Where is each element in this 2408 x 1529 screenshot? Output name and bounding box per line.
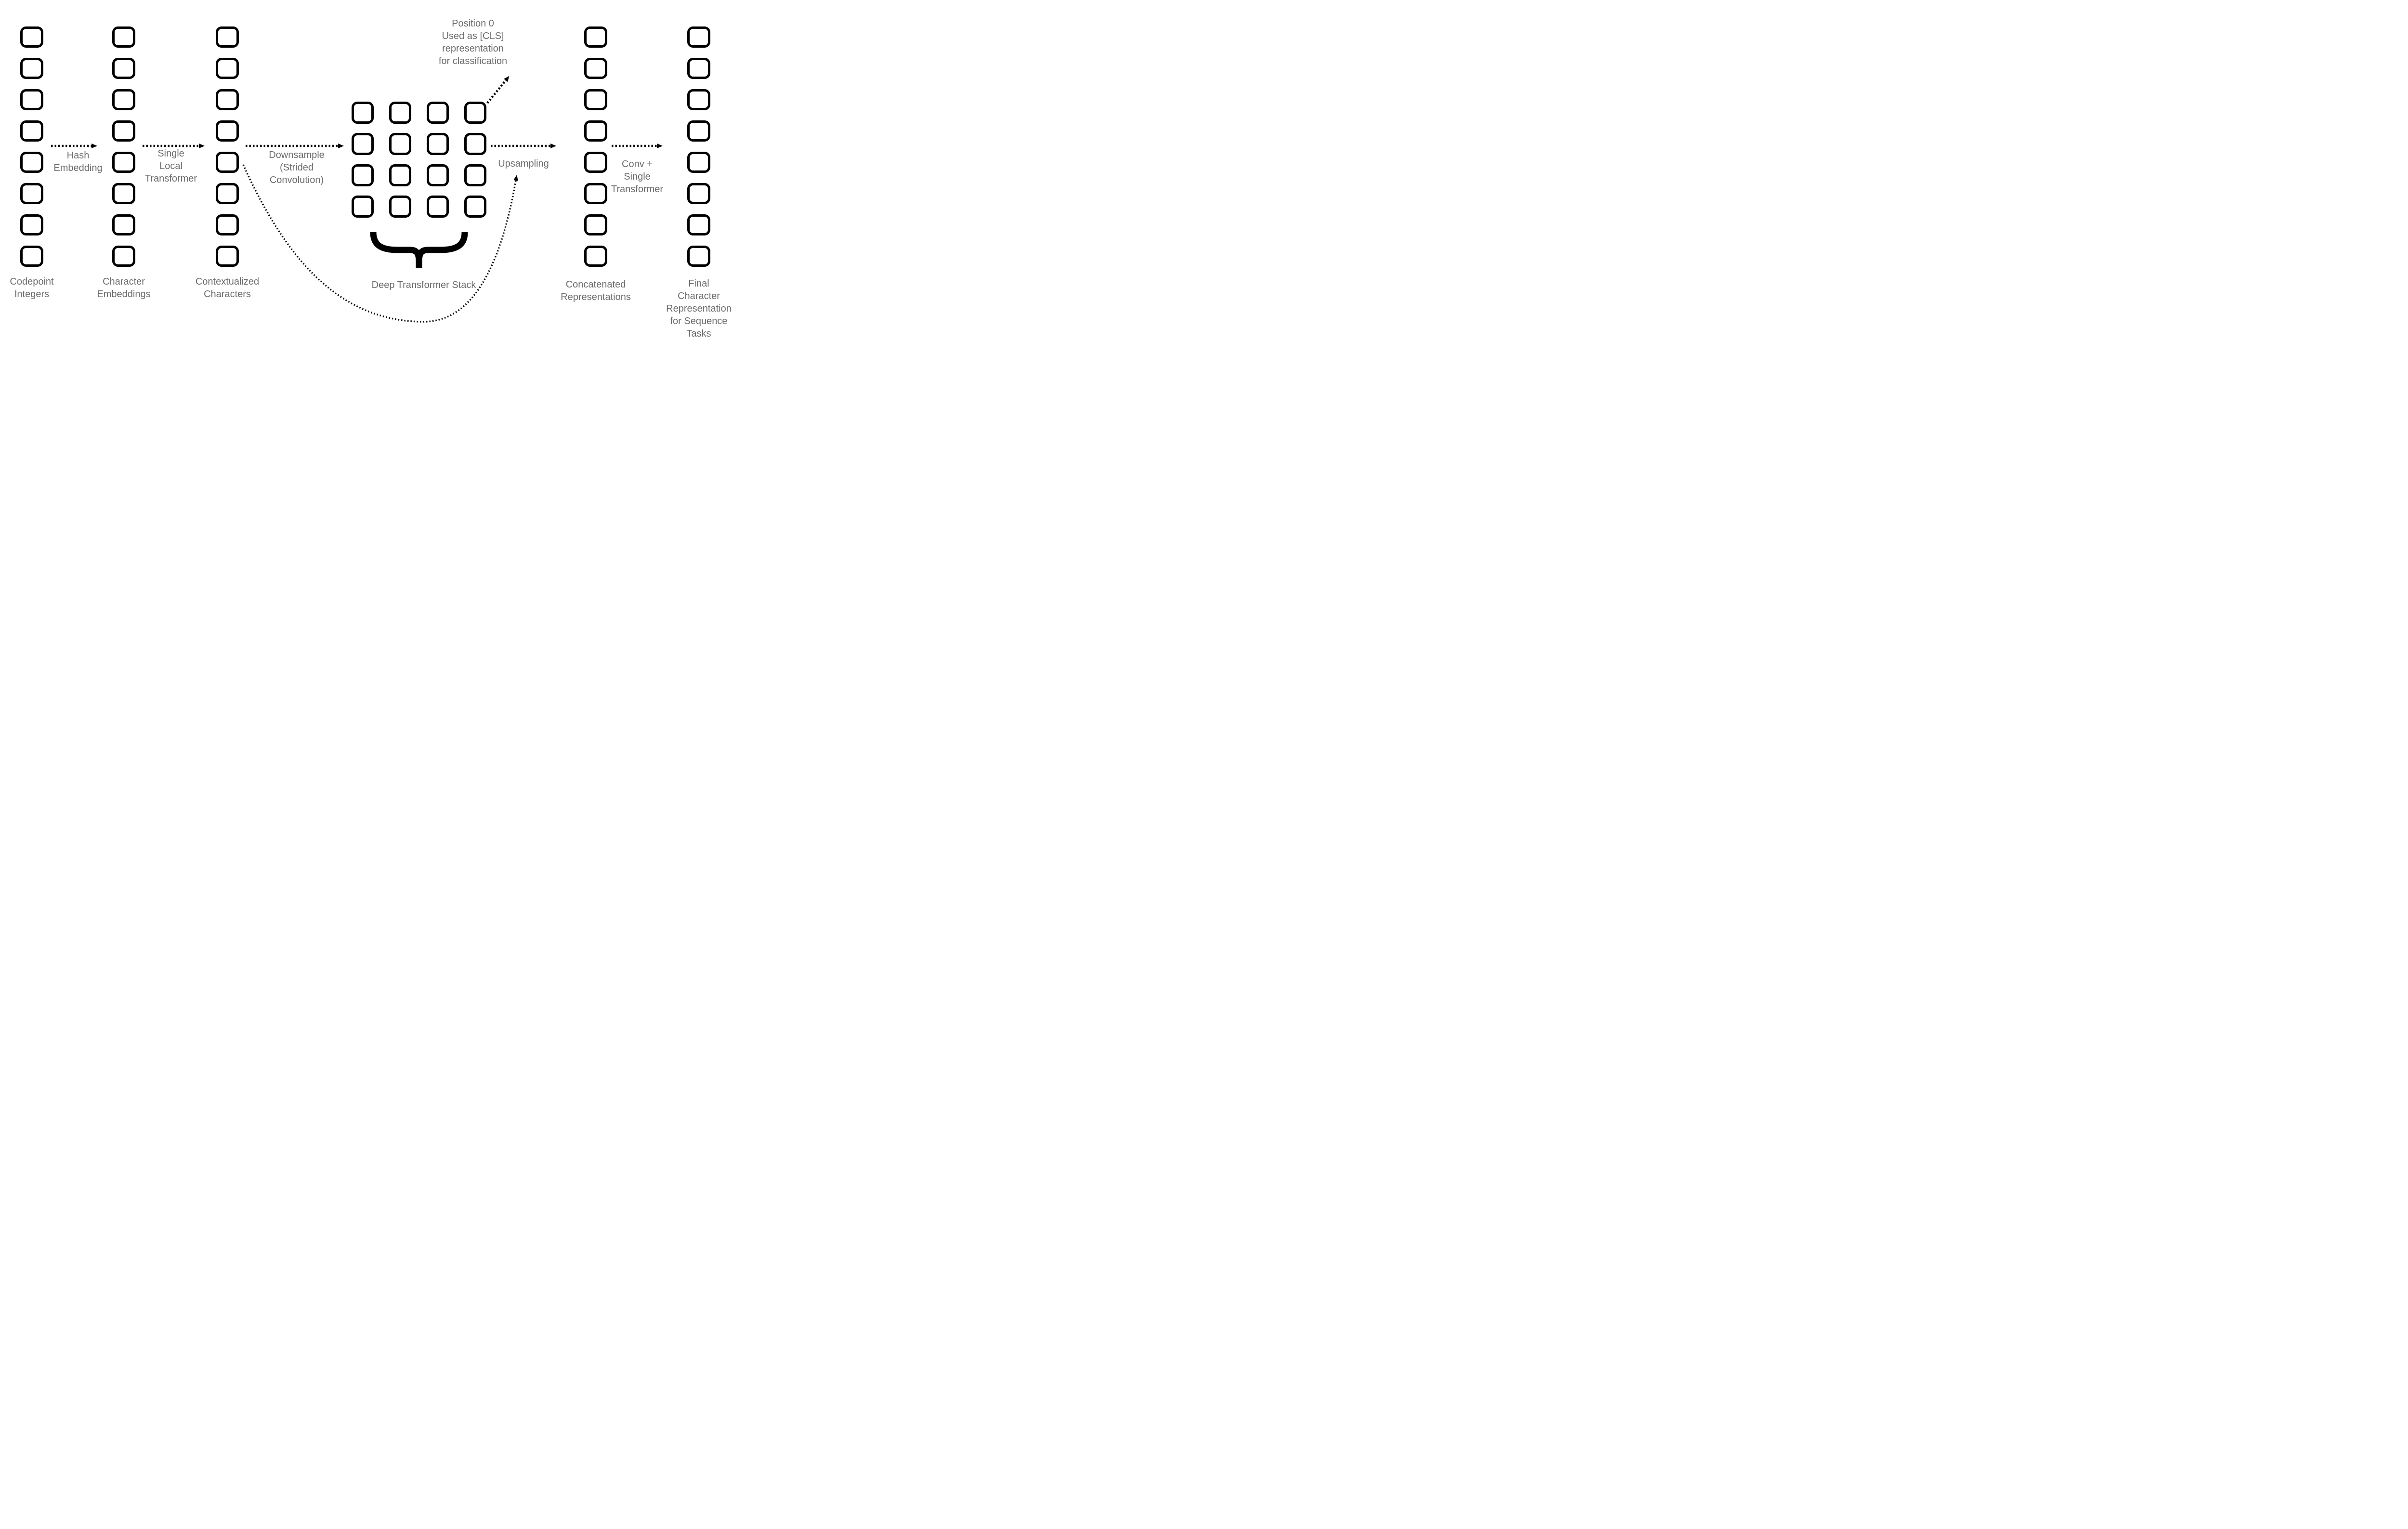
stack-cell-box — [389, 196, 411, 218]
contextualized-character-box — [216, 152, 239, 173]
concatenated-representation-box — [584, 58, 607, 79]
character-embedding-box — [112, 120, 135, 142]
character-embedding-box — [112, 26, 135, 48]
character-embedding-box — [112, 183, 135, 204]
concatenated-representations-column — [584, 26, 607, 267]
contextualized-character-box — [216, 246, 239, 267]
concatenated-representation-box — [584, 26, 607, 48]
conv-single-transformer-label: Conv + Single Transformer — [611, 159, 664, 195]
codepoint-integers-column — [20, 26, 43, 267]
codepoint-box — [20, 152, 43, 173]
concatenated-representation-box — [584, 214, 607, 235]
stack-cell-box — [464, 164, 486, 186]
codepoint-box — [20, 120, 43, 142]
contextualized-character-box — [216, 26, 239, 48]
stack-cell-box — [464, 196, 486, 218]
codepoint-box — [20, 246, 43, 267]
codepoint-box — [20, 183, 43, 204]
concatenated-representation-box — [584, 246, 607, 267]
stack-cell-box — [464, 133, 486, 155]
single-local-transformer-label: Single Local Transformer — [144, 148, 197, 184]
character-embedding-box — [112, 214, 135, 235]
cls-position-note: Position 0 Used as [CLS] representation … — [438, 18, 508, 66]
hash-embedding-label: Hash Embedding — [53, 150, 103, 173]
downsample-label: Downsample (Strided Convolution) — [269, 150, 325, 185]
final-representation-label: Final Character Representation for Seque… — [666, 278, 732, 339]
contextualized-character-box — [216, 214, 239, 235]
stack-cell-box — [464, 102, 486, 124]
codepoint-integers-label: Codepoint Integers — [10, 276, 54, 300]
stack-cell-box — [389, 102, 411, 124]
character-embedding-box — [112, 89, 135, 110]
contextualized-characters-column — [216, 26, 239, 267]
final-representation-column — [687, 26, 710, 267]
stack-cell-box — [352, 102, 374, 124]
contextualized-character-box — [216, 120, 239, 142]
deep-stack-underbrace — [370, 232, 468, 268]
character-embedding-box — [112, 58, 135, 79]
stack-cell-box — [352, 196, 374, 218]
stack-cell-box — [389, 133, 411, 155]
stack-cell-box — [389, 164, 411, 186]
upsampling-label: Upsampling — [498, 158, 549, 169]
concatenated-representation-box — [584, 183, 607, 204]
cls-position-arrow — [486, 76, 510, 104]
character-embedding-box — [112, 152, 135, 173]
contextualized-characters-label: Contextualized Characters — [195, 276, 260, 300]
stack-cell-box — [427, 196, 449, 218]
final-representation-box — [687, 26, 710, 48]
stack-cell-box — [352, 164, 374, 186]
concatenated-representation-box — [584, 152, 607, 173]
codepoint-box — [20, 214, 43, 235]
stack-cell-box — [427, 102, 449, 124]
concatenated-representation-box — [584, 89, 607, 110]
architecture-diagram: Codepoint Integers Character Embeddings … — [0, 0, 740, 341]
stack-cell-box — [427, 133, 449, 155]
character-embedding-box — [112, 246, 135, 267]
codepoint-box — [20, 58, 43, 79]
final-representation-box — [687, 183, 710, 204]
codepoint-box — [20, 26, 43, 48]
codepoint-box — [20, 89, 43, 110]
final-representation-box — [687, 246, 710, 267]
contextualized-character-box — [216, 89, 239, 110]
contextualized-character-box — [216, 58, 239, 79]
character-embeddings-label: Character Embeddings — [97, 276, 151, 300]
final-representation-box — [687, 120, 710, 142]
final-representation-box — [687, 152, 710, 173]
deep-transformer-stack-grid — [352, 102, 486, 218]
final-representation-box — [687, 58, 710, 79]
concatenated-representations-label: Concatenated Representations — [561, 279, 631, 302]
stack-cell-box — [427, 164, 449, 186]
character-embeddings-column — [112, 26, 135, 267]
stack-cell-box — [352, 133, 374, 155]
contextualized-character-box — [216, 183, 239, 204]
final-representation-box — [687, 89, 710, 110]
final-representation-box — [687, 214, 710, 235]
deep-transformer-stack-label: Deep Transformer Stack — [371, 280, 476, 290]
concatenated-representation-box — [584, 120, 607, 142]
